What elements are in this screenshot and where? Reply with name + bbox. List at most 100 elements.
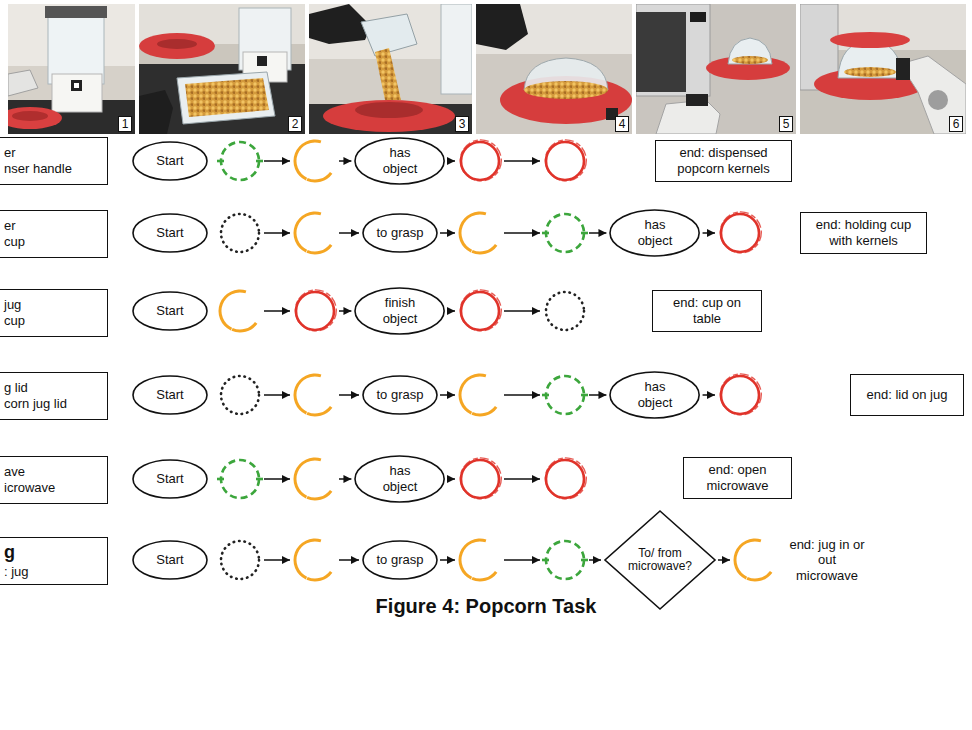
red-scribble-circle [295,290,336,331]
flow-arrow [339,232,359,234]
ring-tick [581,394,588,397]
end-state-label: end: jug in or out microwave [787,537,867,584]
node-text: to grasp [377,387,424,403]
node-text: has object [627,379,683,410]
gripper [139,90,173,134]
orange-arc-circle [293,373,332,416]
ellipse-outline [133,541,207,579]
task-box: g lidcorn jug lid [0,372,108,420]
end-state-box: end: open microwave [683,457,792,499]
node-label: to grasp [377,225,424,241]
decision-diamond: To/ from microwave? [604,510,716,610]
orange-arc [471,571,497,582]
orange-arc-circle [293,538,332,581]
node-label: has object [627,379,683,410]
state-ellipse: has object [609,371,700,419]
ellipse-outline [133,376,207,414]
kernels [844,67,896,77]
dispenser-base [52,74,102,112]
flow-arrow [504,310,540,312]
green-dashed-circle [217,460,263,498]
flow-arrow [440,232,455,234]
flow-arrow [264,394,290,396]
red-lid [830,32,910,48]
dotted-circle [221,541,259,579]
red-ring [12,111,48,121]
photo-ground [309,4,472,134]
orange-arc [471,406,497,417]
node-label: end: holding cup with kernels [807,217,920,248]
gripper [686,94,708,106]
state-ellipse: to grasp [362,375,438,415]
red-scribble-circle [460,290,501,331]
red-ring [720,212,761,253]
callout-number: 4 [615,116,629,132]
red-ring [546,460,584,498]
dotted-circle [221,376,259,414]
flow-arrow [264,160,290,162]
flow-arrow [339,310,351,312]
kernels [524,81,608,99]
state-ellipse: Start [132,291,208,331]
ellipse-outline [363,214,437,252]
flow-arrow [264,559,290,561]
red-ring [720,374,761,415]
flow-arrow [264,232,290,234]
ellipse-outline [133,214,207,252]
node-label: end: lid on jug [857,387,957,403]
node-heading: g lid [4,380,67,396]
node-text: Start [156,303,183,319]
red-ring [139,33,215,59]
red-scribble-circle [460,458,501,499]
node-text: end: cup on table [659,295,755,326]
node-body: cup [4,313,25,329]
ring-tick [256,478,263,481]
node-text: Start [156,471,183,487]
node-label: to grasp [377,552,424,568]
state-ellipse: to grasp [362,540,438,580]
flow-arrow [440,394,455,396]
flow-arrow [264,310,290,312]
red-bowl [323,100,455,132]
dashed-ring [546,214,584,252]
orange-arc [306,172,332,183]
end-state-box: end: dispensed popcorn kernels [655,140,792,182]
ellipse-outline [133,292,207,330]
ellipse-outline [355,456,444,502]
dashed-ring [221,142,259,180]
orange-arc [293,457,321,498]
red-scribble-circle [545,140,586,181]
photo-ground [139,4,305,134]
orange-arc [458,211,486,252]
orange-arc [306,571,332,582]
node-text: has object [627,217,683,248]
kernels [185,78,269,117]
callout-number: 5 [779,116,793,132]
node-body: cup [4,234,25,250]
flow-arrow [589,559,601,561]
node-body: nser handle [4,161,72,177]
end-state-box: end: cup on table [652,290,762,332]
wall [476,4,632,54]
state-ellipse: Start [132,459,208,499]
ring-tick [256,160,263,163]
callout-number: 1 [118,116,132,132]
microwave-display [690,12,706,22]
fiducial-tag [606,108,618,120]
flow-arrow [504,478,540,480]
task-box: ercup [0,210,108,258]
green-dashed-circle [542,376,588,414]
node-text: Start [156,387,183,403]
microwave [636,4,710,96]
node-text: ernser handle [0,145,72,176]
orange-arc [306,490,332,501]
flow-arrow [440,559,455,561]
orange-arc [231,322,257,333]
red-ring [461,292,499,330]
state-ellipse: has object [354,455,445,503]
orange-arc [293,211,321,252]
task-box: aveicrowave [0,456,108,504]
kernel-stream [375,48,401,100]
node-label: to grasp [377,387,424,403]
